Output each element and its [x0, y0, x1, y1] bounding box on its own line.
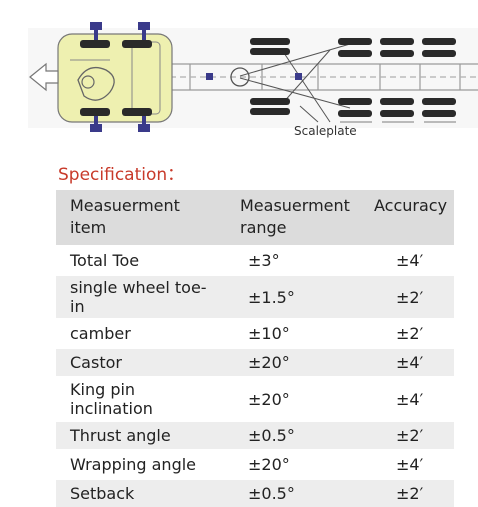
sensor-clamps: [90, 22, 302, 132]
cell-range: ±10°: [226, 318, 366, 347]
cell-item: Wrapping angle: [56, 449, 226, 478]
cell-item: Setback: [56, 478, 226, 507]
cell-accuracy: ±4′: [366, 347, 454, 376]
cell-accuracy: ±2′: [366, 318, 454, 347]
cell-accuracy: ±2′: [366, 274, 454, 318]
cell-range: ±20°: [226, 347, 366, 376]
table-row: Setback ±0.5° ±2′: [56, 478, 454, 507]
cell-accuracy: ±4′: [366, 245, 454, 274]
table-row: camber ±10° ±2′: [56, 318, 454, 347]
table-row: Wrapping angle ±20° ±4′: [56, 449, 454, 478]
header-accuracy: Accuracy: [366, 190, 454, 245]
cell-item: single wheel toe-in: [56, 274, 226, 318]
cell-accuracy: ±2′: [366, 478, 454, 507]
arrow-left-icon: [29, 62, 59, 92]
table-row: Total Toe ±3° ±4′: [56, 245, 454, 274]
truck-cab: [57, 33, 173, 123]
rear-wheels: [250, 38, 456, 117]
turn-disc: [230, 67, 250, 87]
cell-range: ±3°: [226, 245, 366, 274]
cell-accuracy: ±2′: [366, 420, 454, 449]
table-row: King pin inclination ±20° ±4′: [56, 376, 454, 420]
truck-alignment-diagram: [28, 22, 478, 132]
scaleplate-pointer: [299, 105, 319, 123]
cell-range: ±20°: [226, 376, 366, 420]
table-row: single wheel toe-in ±1.5° ±2′: [56, 274, 454, 318]
specification-title: Specification：: [58, 165, 185, 185]
cell-accuracy: ±4′: [366, 376, 454, 420]
cell-accuracy: ±4′: [366, 449, 454, 478]
cell-range: ±20°: [226, 449, 366, 478]
table-header-row: Measuerment item Measuerment range Accur…: [56, 190, 454, 245]
specification-table: Measuerment item Measuerment range Accur…: [56, 190, 454, 507]
cell-item: Castor: [56, 347, 226, 376]
cell-range: ±0.5°: [226, 420, 366, 449]
cell-range: ±1.5°: [226, 274, 366, 318]
cell-item: Total Toe: [56, 245, 226, 274]
cell-range: ±0.5°: [226, 478, 366, 507]
measurement-beams: [239, 43, 351, 123]
table-row: Thrust angle ±0.5° ±2′: [56, 420, 454, 449]
scaleplate-label: Scaleplate: [294, 124, 357, 138]
table-row: Castor ±20° ±4′: [56, 347, 454, 376]
chassis-frame: [170, 63, 478, 91]
front-wheels: [80, 40, 152, 116]
cell-item: camber: [56, 318, 226, 347]
cell-item: Thrust angle: [56, 420, 226, 449]
header-measurement-range: Measuerment range: [226, 190, 366, 245]
cell-item: King pin inclination: [56, 376, 226, 420]
header-measurement-item: Measuerment item: [56, 190, 226, 245]
